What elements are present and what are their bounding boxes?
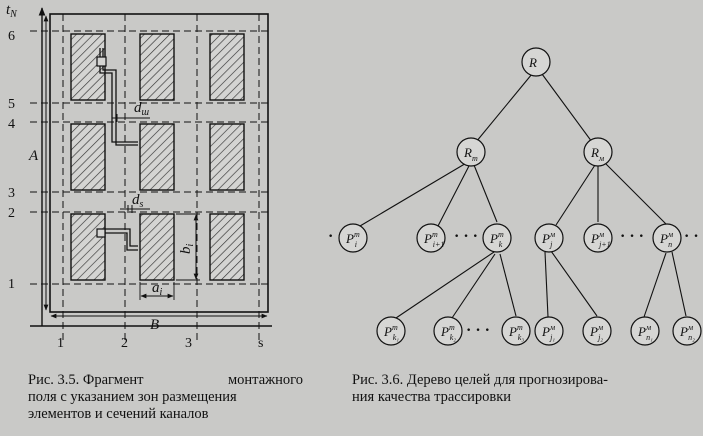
- dim-label-ai: ai: [152, 280, 163, 298]
- ellipsis-mid2: · · ·: [620, 228, 644, 245]
- caption-right-line1: Рис. 3.6. Дерево целей для прогнозирова-: [352, 372, 608, 388]
- caption-left-line2: поля с указанием зон размещения: [28, 389, 237, 405]
- mounting-field-labels: tN 6 5 4 3 2 1 1 2 3 s A B dш ds bi ai: [6, 2, 263, 351]
- ellipsis-bottom: · · ·: [466, 322, 490, 339]
- ellipsis-mid1: · · ·: [454, 228, 478, 245]
- dim-label-b: B: [150, 317, 159, 333]
- dim-label-dsh: dш: [134, 100, 150, 118]
- mounting-field-figure: [30, 7, 272, 340]
- tree-node-l1-1-label: Rм: [590, 145, 604, 163]
- caption-right-line2: ния качества трассировки: [352, 389, 512, 405]
- dim-label-a: A: [28, 148, 39, 164]
- y-tick-4: 4: [8, 117, 15, 132]
- axis-label-tn: tN: [6, 2, 18, 20]
- caption-left-line3: элементов и сечений каналов: [28, 406, 209, 422]
- row-section-lines: [30, 30, 268, 285]
- tree-node-l1-1: Rм: [583, 137, 613, 167]
- tree-node-l1-0-label: Rт: [463, 145, 478, 163]
- y-tick-6: 6: [8, 29, 15, 44]
- caption-left-line1a: Рис. 3.5. Фрагмент: [28, 372, 144, 388]
- tree-node-root-label: R: [528, 55, 537, 70]
- y-tick-5: 5: [8, 97, 15, 112]
- caption-right: Рис. 3.6. Дерево целей для прогнозирова-…: [352, 372, 697, 406]
- dim-label-ds: ds: [132, 192, 144, 210]
- caption-left: Рис. 3.5. Фрагмент монтажного поля с указ…: [28, 372, 303, 423]
- y-tick-2: 2: [8, 206, 15, 221]
- x-tick-3: 3: [185, 336, 192, 351]
- dim-label-bi: bi: [178, 244, 196, 255]
- y-tick-3: 3: [8, 186, 15, 201]
- caption-left-line1b: монтажного: [228, 372, 303, 388]
- x-tick-2: 2: [121, 336, 128, 351]
- x-tick-1: 1: [57, 336, 64, 351]
- tree-node-l1-0: Rт: [456, 137, 486, 167]
- tree-node-root: R: [521, 47, 551, 77]
- tree-ellipses: · · · · · · · · · · · · · · ·: [328, 228, 703, 339]
- y-tick-1: 1: [8, 277, 15, 292]
- connector-pads: [96, 56, 107, 238]
- ellipsis-right: · · ·: [684, 228, 703, 245]
- field-outline: [49, 13, 269, 313]
- element-zones: [70, 33, 245, 281]
- goal-tree-edges: [359, 73, 687, 319]
- x-tick-s: s: [258, 336, 263, 351]
